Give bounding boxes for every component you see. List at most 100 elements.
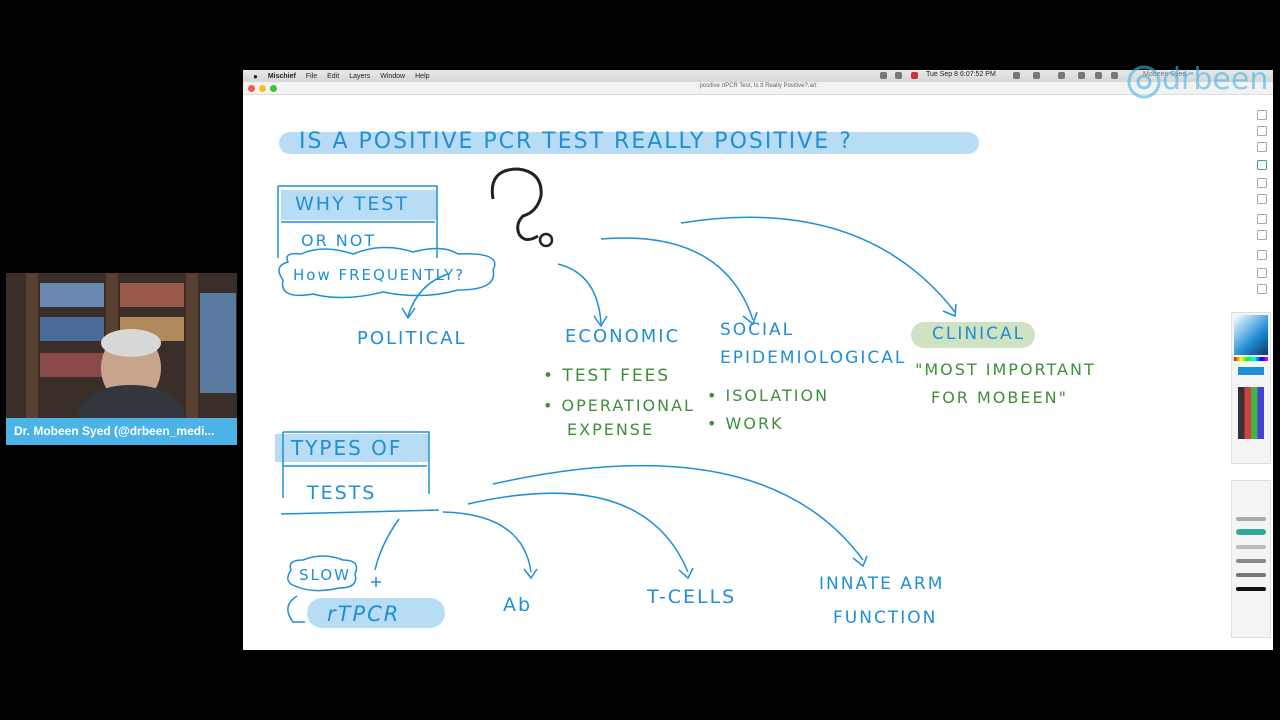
tray-record-icon[interactable]	[911, 72, 918, 79]
brush-preset[interactable]	[1236, 559, 1266, 563]
arrow-social	[600, 237, 754, 321]
brush-preset-selected[interactable]	[1236, 529, 1266, 535]
brush-icon[interactable]	[1257, 160, 1267, 170]
menu-file[interactable]: File	[305, 72, 318, 80]
test-fees-text: • TEST FEES	[543, 366, 671, 386]
current-color-swatch[interactable]	[1238, 367, 1264, 375]
types-of-highlight	[275, 434, 429, 462]
question-mark-dot	[538, 232, 554, 248]
expense-text: EXPENSE	[567, 420, 655, 439]
most-important-text: "MOST IMPORTANT	[915, 360, 1096, 379]
brush-preset[interactable]	[1236, 545, 1266, 549]
hue-slider[interactable]	[1234, 357, 1268, 361]
arrowhead	[401, 307, 416, 320]
political-text: POLITICAL	[357, 328, 467, 349]
color-picker-square[interactable]	[1234, 315, 1268, 355]
slow-text: SLOW	[299, 566, 351, 584]
arrow-innate-arm	[492, 464, 864, 561]
screen-share: ● Mischief File Edit Layers Window Help …	[243, 70, 1273, 650]
tests-text: TESTS	[307, 482, 377, 504]
move-icon[interactable]	[1257, 126, 1267, 136]
brush-preset[interactable]	[1236, 573, 1266, 577]
menu-help[interactable]: Help	[415, 72, 430, 80]
stethoscope-icon	[1127, 65, 1161, 99]
arrow-ab	[442, 511, 532, 573]
window-titlebar: positive rtPCR Test, Is It Really Positi…	[243, 82, 1273, 95]
why-test-text: WHY TEST	[295, 193, 409, 215]
innate-arm-text: INNATE ARM	[819, 574, 945, 594]
how-frequently-text: How FREQUENTLY?	[293, 266, 466, 284]
layers-icon[interactable]	[1257, 250, 1267, 260]
minimize-icon[interactable]	[259, 85, 266, 92]
rtpcr-text: rTPCR	[327, 602, 401, 626]
logo-text: drbeen	[1162, 62, 1269, 97]
why-test-box	[277, 185, 438, 258]
eraser-icon[interactable]	[1257, 178, 1267, 188]
tray-icon[interactable]	[1033, 72, 1040, 79]
swatch-grid[interactable]	[1238, 387, 1264, 439]
types-of-tests-box	[280, 431, 440, 515]
volume-icon[interactable]	[1111, 72, 1118, 79]
arrowhead	[852, 555, 868, 568]
tray-icon[interactable]	[895, 72, 902, 79]
work-text: • WORK	[707, 414, 784, 433]
function-text: FUNCTION	[833, 608, 938, 628]
arrowhead	[523, 568, 538, 580]
menu-app-mischief[interactable]: Mischief	[267, 72, 296, 80]
wifi-icon[interactable]	[1095, 72, 1102, 79]
or-not-text: OR NOT	[301, 231, 377, 250]
shape-icon[interactable]	[1257, 230, 1267, 240]
slow-cloud	[287, 555, 358, 592]
slow-to-rtpcr-connector	[287, 595, 305, 623]
tray-icon[interactable]	[1013, 72, 1020, 79]
color-palette[interactable]	[1231, 312, 1271, 464]
question-mark-doodle	[490, 167, 543, 241]
rtpcr-highlight	[307, 598, 445, 628]
arrowhead	[678, 567, 694, 580]
social-text: SOCIAL	[720, 320, 795, 340]
menubar-clock[interactable]: Tue Sep 8 6:07:52 PM	[926, 71, 996, 78]
ab-text: Ab	[503, 594, 533, 616]
title-highlight	[279, 132, 979, 154]
menu-edit[interactable]: Edit	[327, 72, 340, 80]
operational-text: • OPERATIONAL	[543, 396, 695, 415]
t-cells-text: T-CELLS	[647, 586, 737, 608]
for-mobeen-text: FOR MOBEEN"	[931, 388, 1068, 407]
zoom-icon[interactable]	[1257, 110, 1267, 120]
how-frequently-cloud	[278, 246, 496, 299]
tray-icon[interactable]	[1058, 72, 1065, 79]
arrowhead	[742, 311, 758, 326]
webcam-feed	[6, 273, 237, 418]
rotate-icon[interactable]	[1257, 142, 1267, 152]
menubar-user[interactable]: Mobeen Syed	[1143, 71, 1187, 78]
arrow-t-cells	[467, 492, 689, 573]
apple-menu-icon[interactable]: ●	[253, 71, 258, 81]
pencil-icon[interactable]	[1257, 194, 1267, 204]
arrowhead	[942, 303, 957, 318]
epidemiological-text: EPIDEMIOLOGICAL	[720, 348, 907, 368]
arrowhead	[593, 315, 608, 328]
arrow-economic	[557, 263, 602, 325]
tray-icon[interactable]	[1078, 72, 1085, 79]
tool-strip	[1255, 106, 1269, 296]
whiteboard-canvas[interactable]: IS A POSITIVE PCR TEST REALLY POSITIVE ?…	[243, 94, 1273, 650]
window-title: positive rtPCR Test, Is It Really Positi…	[699, 83, 817, 89]
maximize-icon[interactable]	[270, 85, 277, 92]
isolation-text: • ISOLATION	[707, 386, 830, 405]
arrow-clinical	[680, 216, 956, 313]
mac-menubar: ● Mischief File Edit Layers Window Help …	[243, 70, 1273, 82]
menu-window[interactable]: Window	[380, 72, 406, 80]
plus-mark	[371, 577, 381, 587]
menu-layers[interactable]: Layers	[349, 72, 371, 80]
economic-text: ECONOMIC	[565, 326, 681, 347]
redo-icon[interactable]	[1257, 284, 1267, 294]
tray-icon[interactable]	[880, 72, 887, 79]
brush-panel[interactable]	[1231, 480, 1271, 638]
brush-preset[interactable]	[1236, 517, 1266, 521]
whiteboard-strokes	[275, 132, 1035, 628]
close-icon[interactable]	[248, 85, 255, 92]
select-icon[interactable]	[1257, 214, 1267, 224]
undo-icon[interactable]	[1257, 268, 1267, 278]
brush-preset[interactable]	[1236, 587, 1266, 591]
arrow-rtpcr	[374, 518, 400, 571]
